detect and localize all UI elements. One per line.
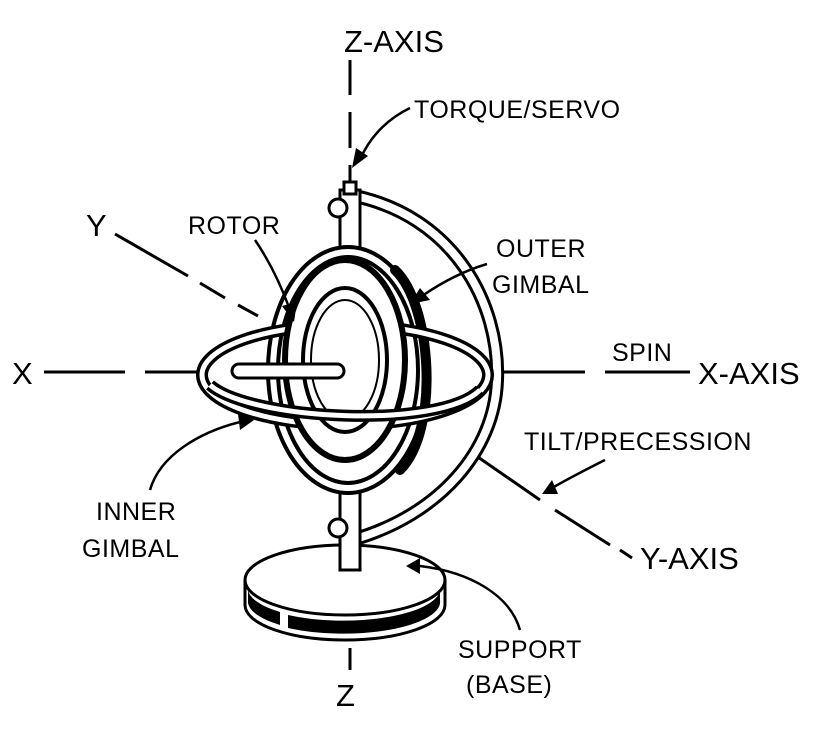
torque-servo-leader bbox=[352, 106, 411, 168]
support-label-2: (BASE) bbox=[466, 671, 552, 699]
spin-label: SPIN bbox=[612, 339, 672, 367]
rotor-disc bbox=[282, 257, 408, 463]
x-axis-label: X-AXIS bbox=[698, 356, 800, 391]
spin-axle bbox=[230, 362, 346, 380]
y-label: Y bbox=[86, 208, 107, 243]
y-axis-label: Y-AXIS bbox=[640, 541, 739, 576]
frame-arc bbox=[343, 188, 505, 547]
inner-gimbal-label-2: GIMBAL bbox=[82, 535, 179, 563]
z-axis-label: Z-AXIS bbox=[344, 24, 444, 59]
support-leader bbox=[406, 558, 522, 631]
x-left-label: X bbox=[12, 356, 33, 391]
rotor-label: ROTOR bbox=[188, 212, 280, 240]
inner-gimbal-leader bbox=[148, 414, 254, 491]
torque-servo-label: TORQUE/SERVO bbox=[414, 96, 621, 124]
outer-gimbal-label-2: GIMBAL bbox=[492, 271, 589, 299]
tilt-precession-leader bbox=[542, 458, 606, 494]
outer-gimbal-leader bbox=[410, 262, 488, 304]
support-label-1: SUPPORT bbox=[458, 636, 582, 664]
inner-gimbal-label-1: INNER bbox=[96, 498, 176, 526]
support-base bbox=[243, 543, 447, 642]
inner-gimbal-front bbox=[206, 380, 485, 422]
outer-gimbal-label-1: OUTER bbox=[496, 235, 586, 263]
y-axis-line bbox=[114, 232, 633, 560]
z-bottom-label: Z bbox=[336, 678, 355, 713]
tilt-precession-label: TILT/PRECESSION bbox=[524, 428, 752, 456]
rotor-leader bbox=[253, 239, 297, 322]
